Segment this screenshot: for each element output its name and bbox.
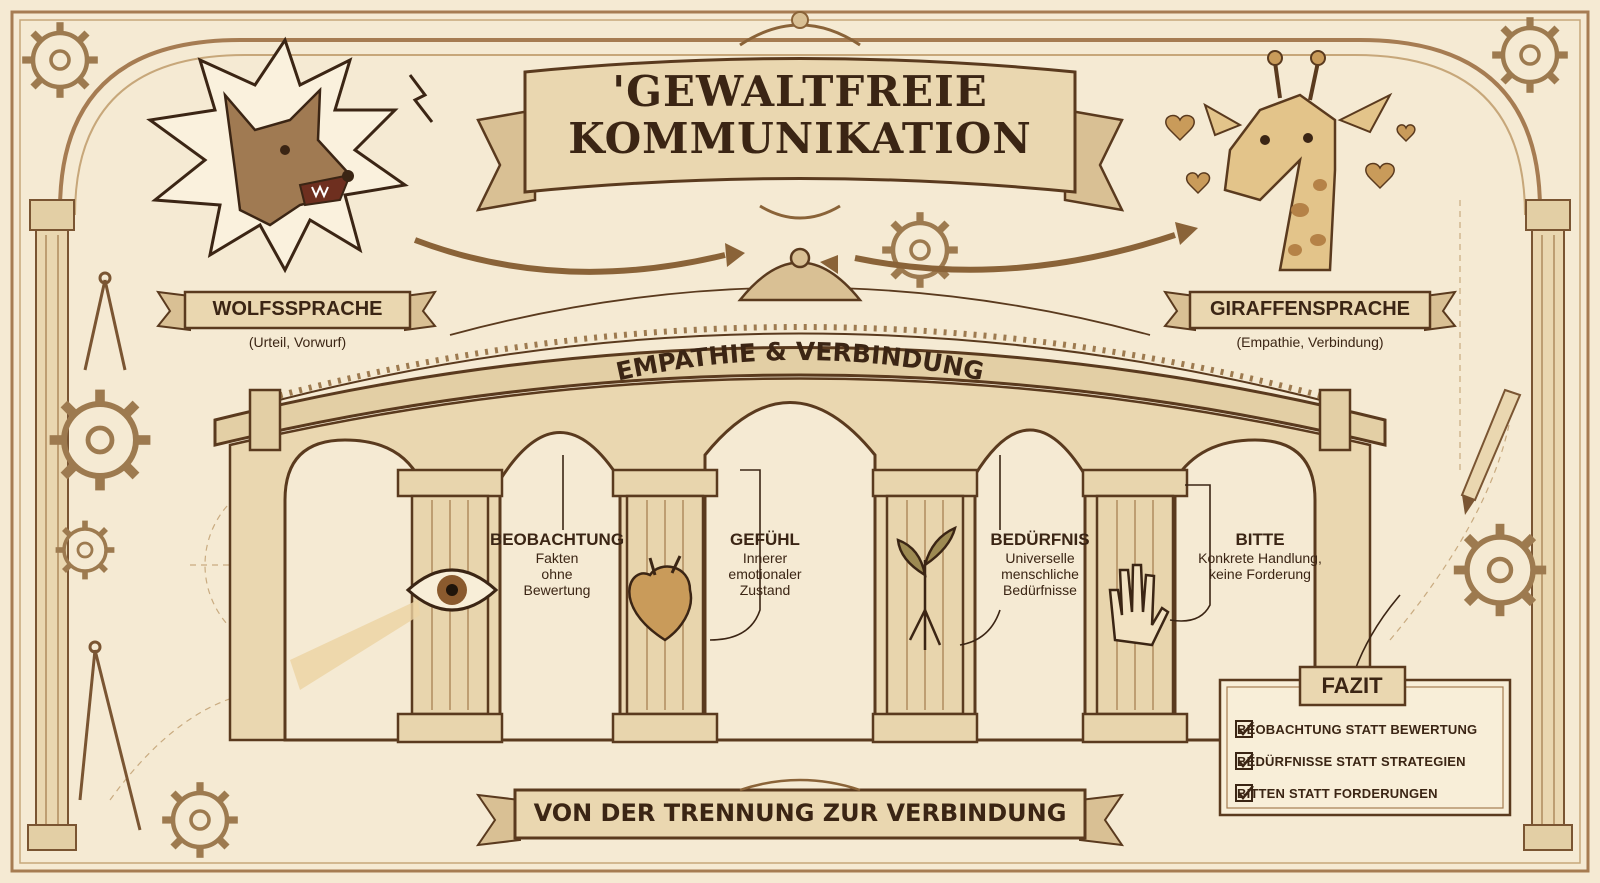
annotation-arrows	[562, 455, 1401, 671]
frame-arch	[58, 38, 1542, 211]
pillar-desc-line: Innerer	[742, 549, 788, 566]
pillar-desc-line: Bedürfnisse	[1003, 581, 1077, 598]
page-title: 'GEWALTFREIE KOMMUNIKATION	[555, 68, 1045, 162]
hand-icon	[1108, 563, 1170, 647]
arrowhead	[725, 222, 1198, 274]
giraffe-language-subtitle: (Empathie, Verbindung)	[1236, 334, 1384, 350]
compass-icon	[78, 640, 142, 831]
pillar-request: BITTE Konkrete Handlung, keine Forderung	[1180, 530, 1340, 582]
bridge-finial	[737, 247, 863, 302]
pillar-feeling-title: GEFÜHL	[730, 530, 800, 549]
left-column	[27, 199, 77, 851]
fazit-item: BEOBACHTUNG STATT BEWERTUNG	[1237, 722, 1478, 737]
arch-openings	[283, 401, 1317, 742]
giraffe-icon	[1203, 50, 1393, 272]
pillar-desc-line: Zustand	[739, 581, 791, 598]
pillar-desc-line: Konkrete Handlung,	[1198, 549, 1322, 566]
eye-icon	[290, 568, 499, 690]
wolf-language-subtitle: (Urteil, Vorwurf)	[248, 334, 347, 350]
pillar-desc-line: keine Forderung	[1209, 565, 1311, 582]
frame-arch-inner	[74, 54, 1526, 216]
bridge	[213, 247, 1387, 744]
pillar-need-title: BEDÜRFNIS	[990, 530, 1090, 549]
pillar-request-title: BITTE	[1235, 530, 1285, 549]
pencil-icon	[1460, 388, 1522, 515]
pillar-desc-line: Bewertung	[523, 581, 591, 598]
pillar-desc-line: Fakten	[535, 549, 579, 566]
bridge-towers	[248, 388, 1352, 452]
pillar-feeling: GEFÜHL Innerer emotionaler Zustand	[700, 530, 830, 598]
heart-icon	[1165, 114, 1416, 195]
fazit-item: BEDÜRFNISSE STATT STRATEGIEN	[1237, 754, 1466, 769]
compass-icon	[83, 271, 127, 371]
pillar-desc-line: ohne	[541, 565, 573, 582]
bottom-banner-shape	[475, 778, 1125, 847]
bridge-deck	[213, 346, 1387, 447]
heart-anatomical-icon	[628, 555, 693, 642]
title-line-1: 'GEWALTFREIE	[612, 67, 988, 116]
pillar-observation: BEOBACHTUNG Fakten ohne Bewertung	[487, 530, 627, 598]
pillar-desc-line: Universelle	[1005, 549, 1075, 566]
pillar-desc-line: emotionaler	[728, 565, 802, 582]
wolf-icon	[146, 36, 434, 274]
fazit-box	[1218, 665, 1512, 817]
wolf-language-title: WOLFSSPRACHE	[212, 298, 383, 320]
fazit-item: BITTEN STATT FORDERUNGEN	[1237, 786, 1438, 801]
bottom-banner-text: VON DER TRENNUNG ZUR VERBINDUNG	[533, 799, 1067, 827]
right-column	[1523, 199, 1573, 851]
giraffe-banner	[1163, 290, 1457, 332]
sprout-icon	[896, 525, 957, 650]
fazit-title: FAZIT	[1321, 673, 1383, 698]
pillar-desc-line: menschliche	[1001, 565, 1079, 582]
wolf-banner	[156, 290, 437, 332]
arrow-icon	[413, 232, 1176, 275]
title-banner	[475, 11, 1125, 220]
giraffe-language-title: GIRAFFENSPRACHE	[1209, 298, 1410, 320]
pillar-need: BEDÜRFNIS Universelle menschliche Bedürf…	[970, 530, 1110, 598]
title-line-2: KOMMUNIKATION	[568, 114, 1032, 164]
pillar-observation-title: BEOBACHTUNG	[489, 530, 625, 549]
